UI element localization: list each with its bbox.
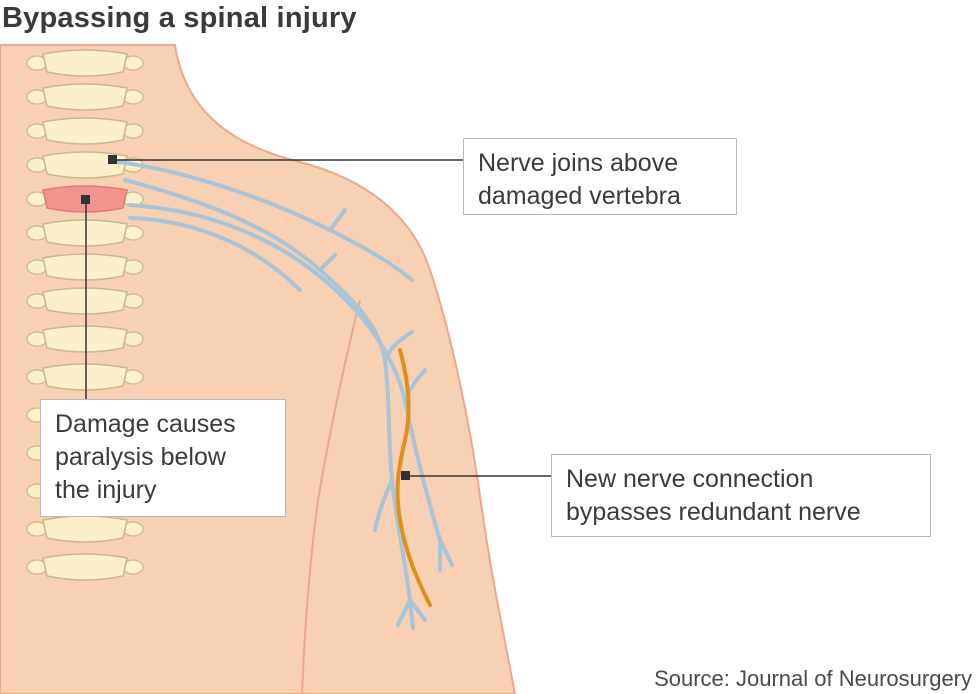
callout-line: New nerve connection xyxy=(566,465,814,493)
arm-contour xyxy=(301,299,361,694)
vertebra xyxy=(42,287,128,315)
callout-line: Nerve joins above xyxy=(478,149,679,177)
vertebra xyxy=(42,253,128,281)
arm-nerves xyxy=(116,160,454,630)
vertebra xyxy=(42,49,128,77)
marker-new-connection xyxy=(401,471,410,480)
diagram-title: Bypassing a spinal injury xyxy=(2,2,357,34)
leader-lines xyxy=(85,159,552,477)
callout-damage: Damage causes paralysis below the injury xyxy=(40,399,286,517)
marker-nerve-junction xyxy=(108,155,117,164)
vertebra xyxy=(42,151,128,179)
callout-line: damaged vertebra xyxy=(478,182,681,210)
vertebra xyxy=(42,553,128,581)
new-nerve-connection xyxy=(395,348,432,607)
vertebra xyxy=(42,117,128,145)
marker-damaged-vertebra xyxy=(81,195,90,204)
callout-new-connection: New nerve connection bypasses redundant … xyxy=(551,454,931,537)
vertebra xyxy=(42,515,128,543)
vertebra xyxy=(42,325,128,353)
vertebra xyxy=(42,83,128,111)
callout-line: Damage causes xyxy=(55,410,236,438)
callout-line: bypasses redundant nerve xyxy=(566,498,861,526)
vertebra xyxy=(42,219,128,247)
vertebra xyxy=(42,363,128,391)
callout-nerve-joins: Nerve joins above damaged vertebra xyxy=(463,138,737,215)
callout-line: the injury xyxy=(55,476,157,504)
source-credit: Source: Journal of Neurosurgery xyxy=(654,666,972,691)
callout-line: paralysis below xyxy=(55,443,226,471)
